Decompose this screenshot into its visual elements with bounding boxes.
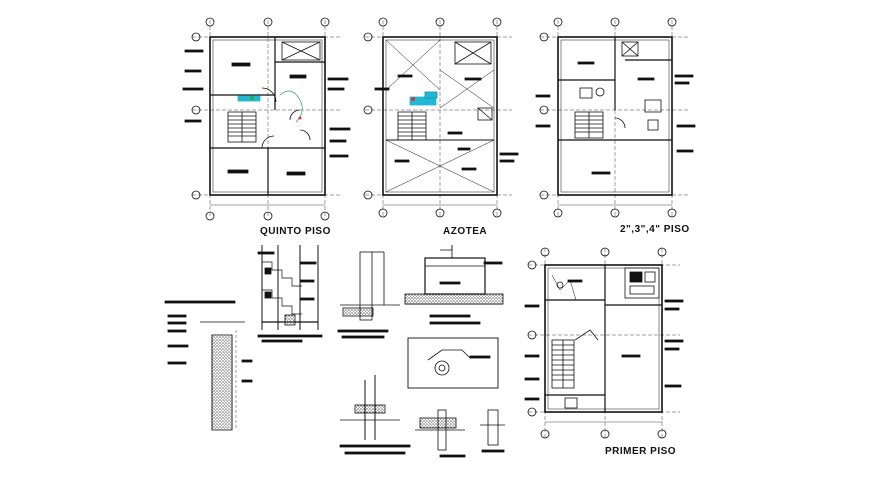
detail-water-tank (404, 245, 504, 389)
title-quinto-piso: QUINTO PISO (260, 226, 331, 237)
title-azotea: AZOTEA (443, 226, 488, 237)
plan-pisos-tipicos (535, 17, 696, 218)
title-primer-piso: PRIMER PISO (605, 446, 677, 457)
detail-parapet (164, 300, 253, 431)
detail-columns (339, 375, 505, 458)
plan-azotea (363, 17, 519, 218)
plan-quinto-piso (182, 17, 351, 221)
plan-primer-piso (524, 247, 684, 439)
detail-wall-footing (337, 251, 400, 339)
title-pisos-tipicos: 2",3",4" PISO (620, 224, 690, 235)
detail-stair-section (257, 245, 323, 343)
